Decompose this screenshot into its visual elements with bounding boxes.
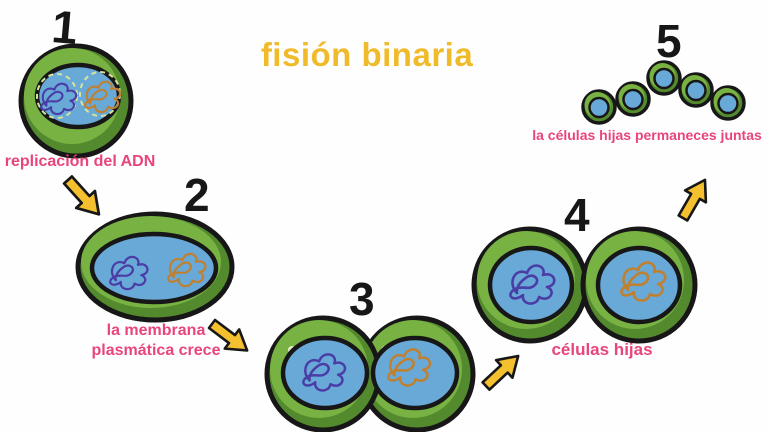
step4-number: 4 (564, 189, 590, 241)
chain-cell (710, 85, 746, 121)
step5-number: 5 (656, 15, 682, 67)
step5-cell-chain (581, 60, 746, 125)
step4-label: células hijas (551, 340, 653, 359)
step1-number: 1 (49, 0, 80, 55)
step4-daughter-cells (471, 226, 698, 344)
step3-dividing-cell (264, 315, 476, 432)
step1-cell (18, 43, 134, 159)
chain-cell (615, 81, 651, 117)
step3-number: 3 (349, 273, 375, 325)
step1-label: replicación del ADN (4, 153, 156, 170)
chain-cell (646, 60, 682, 96)
arrow-step4-to-step5 (671, 172, 717, 226)
chain-cell (581, 89, 617, 125)
step2-number: 2 (184, 169, 210, 221)
step2-label: la membrana plasmática crece (91, 322, 221, 359)
chain-cell (678, 72, 714, 108)
arrow-step3-to-step4 (476, 345, 528, 397)
step5-label: la células hijas permaneces juntas (532, 127, 762, 143)
step2-cell (75, 211, 235, 323)
arrow-step1-to-step2 (57, 170, 110, 225)
page-title: fisión binaria (260, 36, 474, 73)
